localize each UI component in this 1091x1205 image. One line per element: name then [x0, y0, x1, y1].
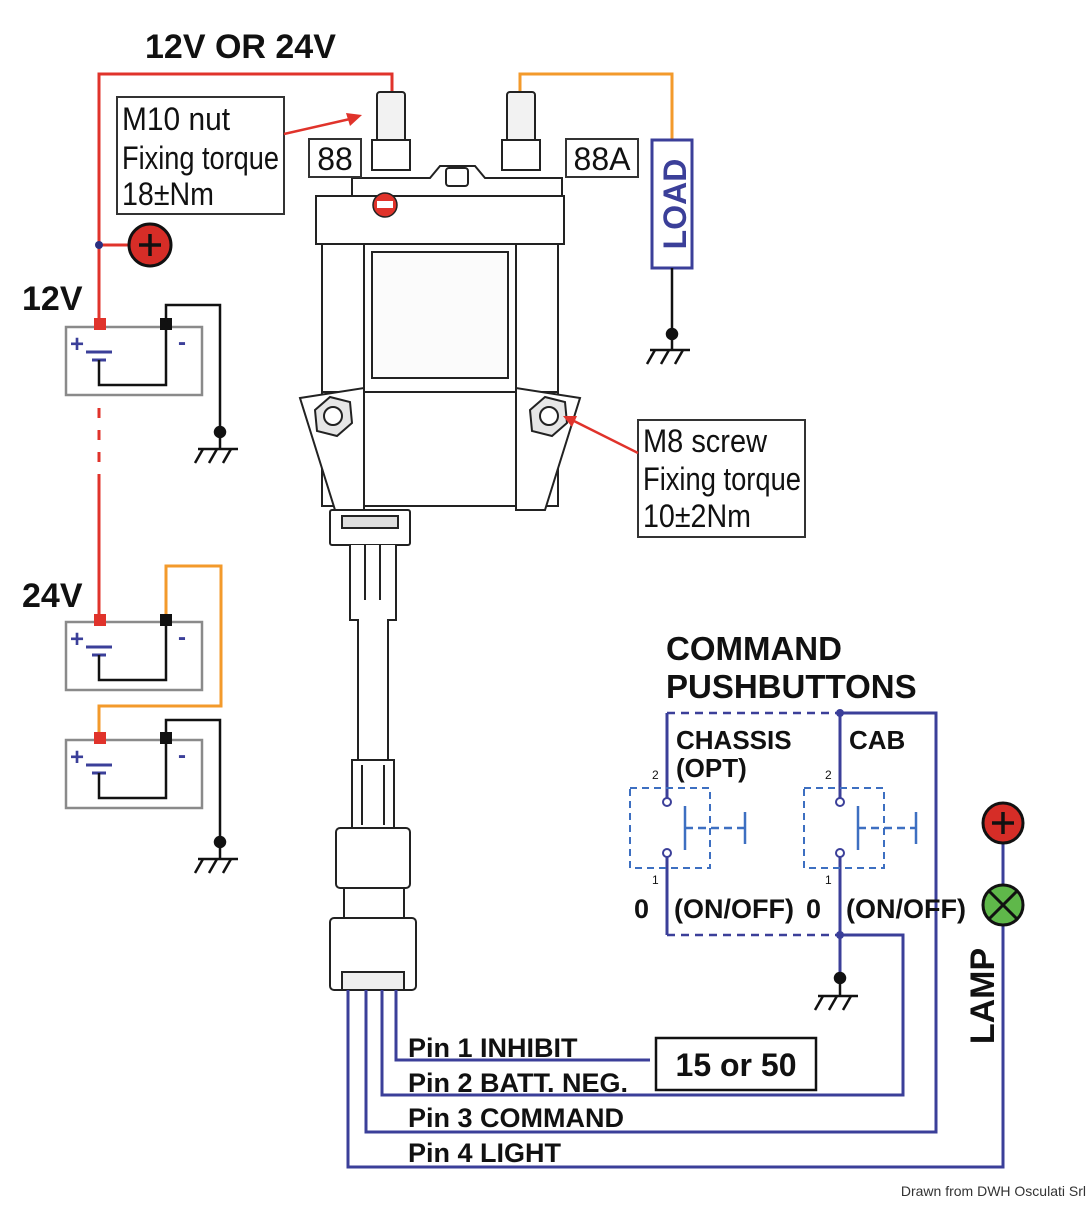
credit-text: Drawn from DWH Osculati Srl	[901, 1183, 1086, 1199]
cab-onoff-label: (ON/OFF)	[846, 894, 966, 924]
plus-sign: +	[70, 744, 84, 771]
plus-terminal-icon	[127, 222, 173, 268]
m10-line-1: M10 nut	[122, 101, 230, 137]
chassis-label: CHASSIS	[676, 725, 792, 755]
optional-wiring	[598, 711, 840, 1062]
battery-icon: + -	[64, 318, 204, 397]
pin-3-label: Pin 3 COMMAND	[408, 1103, 624, 1133]
load-label: LOAD	[657, 159, 693, 250]
label-24v: 24V	[22, 577, 83, 615]
plus-sign: +	[70, 331, 84, 358]
m8-callout: M8 screw Fixing torque 10±2Nm	[563, 416, 806, 538]
cab-label: CAB	[849, 725, 905, 755]
pin-4-label: Pin 4 LIGHT	[408, 1138, 562, 1168]
ground-icon	[645, 327, 690, 365]
lamp-label: LAMP	[964, 948, 1002, 1044]
terminal-88-box: 88	[308, 138, 362, 178]
m8-line-1: M8 screw	[643, 423, 768, 459]
pin-1-label: Pin 1 INHIBIT	[408, 1033, 578, 1063]
junction-dot	[836, 709, 844, 717]
m10-callout: M10 nut Fixing torque 18±Nm	[116, 96, 362, 215]
pushbutton-icon: 2 1	[629, 768, 747, 887]
minus-sign: -	[178, 742, 186, 769]
m10-line-2: Fixing torque	[122, 140, 279, 176]
minus-sign: -	[178, 329, 186, 356]
ground-icon	[813, 971, 858, 1011]
pin-2-label: Pin 2 BATT. NEG.	[408, 1068, 628, 1098]
ignition-box: 15 or 50	[654, 1036, 818, 1092]
junction-dot	[836, 931, 844, 939]
terminal-88a-label: 88A	[574, 141, 632, 177]
terminal-88a-box: 88A	[565, 138, 639, 178]
minus-sign: -	[178, 624, 186, 651]
command-title-2: PUSHBUTTONS	[666, 668, 917, 705]
plus-terminal-icon	[981, 801, 1025, 845]
opt-label: (OPT)	[676, 753, 747, 783]
m10-line-3: 18±Nm	[122, 176, 214, 212]
battery-icon: + -	[64, 614, 204, 692]
terminal-88-label: 88	[317, 141, 353, 177]
load-box: LOAD	[650, 138, 694, 270]
relay-switch-icon	[298, 91, 582, 761]
relay-indicator	[372, 192, 398, 218]
supply-voltage-label: 12V OR 24V	[145, 28, 336, 66]
pin-2-mark: 2	[652, 768, 659, 782]
m8-line-3: 10±2Nm	[643, 498, 751, 534]
ignition-label: 15 or 50	[676, 1047, 797, 1083]
junction-dot	[95, 241, 103, 249]
m8-line-2: Fixing torque	[643, 461, 801, 497]
cab-zero-label: 0	[806, 894, 821, 924]
chassis-onoff-label: (ON/OFF)	[674, 894, 794, 924]
battery-icon: + -	[64, 732, 204, 810]
lamp-icon	[981, 883, 1025, 927]
pin-2-mark: 2	[825, 768, 832, 782]
connector-icon	[329, 759, 417, 991]
command-title-1: COMMAND	[666, 630, 842, 667]
pin-1-mark: 1	[825, 873, 832, 887]
ground-icon	[193, 835, 238, 874]
pin-1-mark: 1	[652, 873, 659, 887]
chassis-zero-label: 0	[634, 894, 649, 924]
signal-wiring	[346, 711, 1005, 1169]
pushbutton-icon: 2 1	[803, 768, 918, 887]
plus-sign: +	[70, 626, 84, 653]
label-12v: 12V	[22, 280, 83, 318]
ground-icon	[193, 425, 238, 464]
series-wiring	[97, 72, 674, 736]
